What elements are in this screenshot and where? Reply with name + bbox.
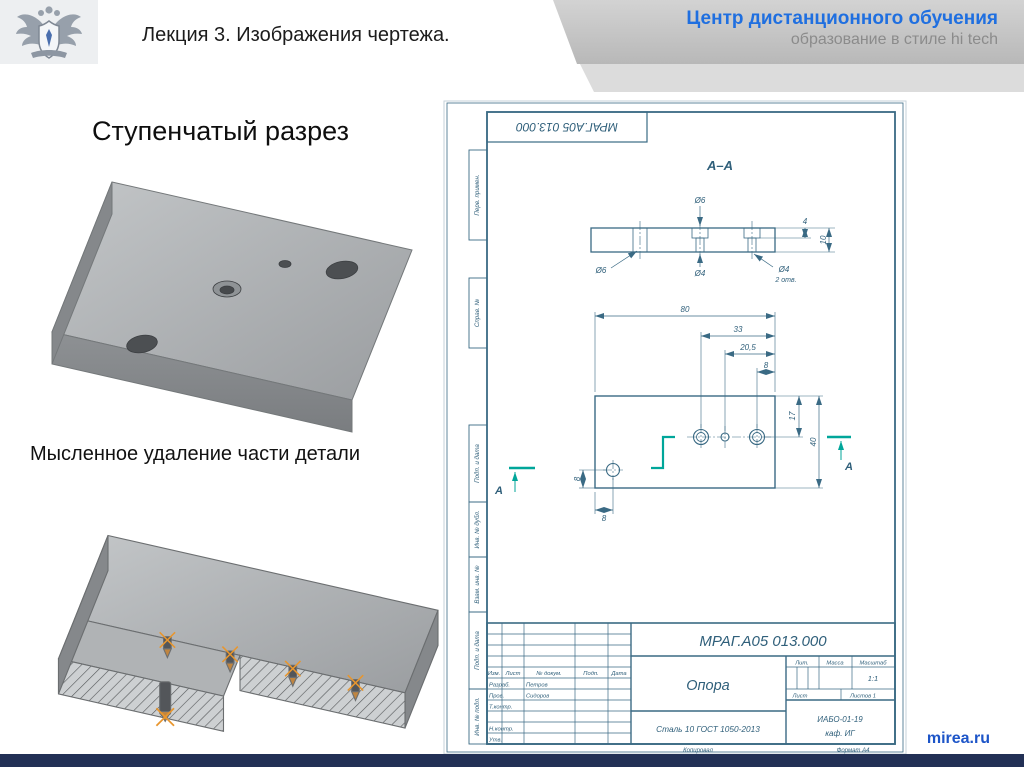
- dim-40: 40: [809, 437, 818, 446]
- hole-corner-left: [126, 334, 158, 354]
- title-block: МРАГ.А05 013.000 Опора Сталь 10 ГОСТ 105…: [486, 622, 896, 754]
- drawing-sheet: Перв. примен. Справ. № Подп. и дата Инв.…: [443, 100, 907, 755]
- cutting-line: А А: [494, 435, 853, 497]
- dim-width-80: 80: [681, 305, 690, 314]
- stepped-section-3d-image: [57, 534, 439, 732]
- tb-material: Сталь 10 ГОСТ 1050-2013: [656, 724, 760, 734]
- hole-corner-right: [325, 260, 359, 280]
- tb-col-podp: Подп.: [583, 671, 598, 677]
- dim-counterbore-depth: 4: [803, 217, 808, 226]
- hole-counterbore-inner: [219, 285, 235, 295]
- ministry-emblem-icon: [16, 6, 82, 59]
- tb-row-utv: Утв.: [488, 738, 502, 744]
- dim-8-bottom: 8: [602, 514, 607, 523]
- tb-name-razrab: Петров: [526, 683, 548, 689]
- section-title: А–А: [706, 158, 733, 173]
- tb-row-prov: Пров.: [489, 694, 504, 700]
- center-name: Центр дистанционного обучения: [686, 8, 998, 29]
- tb-org-line2: каф. ИГ: [825, 729, 855, 738]
- tb-list-label: Лист: [792, 694, 808, 700]
- margin-label: Подп. и дата: [474, 444, 481, 483]
- tb-row-tkontr: Т.контр.: [489, 705, 512, 711]
- tb-format: Формат А4: [837, 748, 870, 754]
- dim-thickness: 10: [819, 235, 828, 244]
- dim-8-top: 8: [764, 361, 769, 370]
- header-band: Центр дистанционного обучения образовани…: [553, 0, 1024, 64]
- dim-diameter-left: Ø6: [595, 266, 607, 275]
- margin-label: Перв. примен.: [474, 174, 481, 215]
- sectioned-hole: [284, 660, 302, 688]
- tb-col-list: Лист: [505, 671, 521, 677]
- tb-masshtab: Масштаб: [859, 661, 887, 667]
- dim-diameter-right: Ø4: [778, 265, 790, 274]
- bottom-bar: [0, 754, 1024, 767]
- margin-stamps: Перв. примен. Справ. № Подп. и дата Инв.…: [468, 149, 488, 745]
- ministry-logo: [0, 0, 98, 64]
- margin-label: Справ. №: [474, 299, 481, 327]
- plate-holes: [126, 260, 359, 354]
- tb-scale-value: 1:1: [868, 674, 878, 683]
- margin-label: Взам. инв. №: [474, 565, 481, 604]
- dim-diameter-mid: Ø4: [694, 269, 706, 278]
- header-band-shadow: [580, 64, 1024, 92]
- sectioned-hole-bottom: [155, 681, 175, 727]
- slide-caption: Мысленное удаление части детали: [30, 443, 360, 465]
- plan-view: 80 33 20,5 8 17 40 8 8: [573, 305, 823, 523]
- tb-kopiroval: Копировал: [683, 748, 713, 754]
- tb-listov-label: Листов 1: [849, 694, 876, 700]
- stamp-doc-number: МРАГ.А05 013.000: [516, 120, 618, 134]
- tb-massa: Масса: [826, 661, 844, 667]
- tb-col-dokum: № докум.: [536, 671, 562, 677]
- margin-label: Инв. № подл.: [474, 697, 481, 735]
- holes-count-note: 2 отв.: [774, 277, 796, 284]
- tb-row-nkontr: Н.контр.: [489, 727, 514, 733]
- tb-name-prov: Сидоров: [526, 694, 549, 700]
- slide-heading: Ступенчатый разрез: [92, 116, 349, 146]
- dim-diameter-top: Ø6: [694, 196, 706, 205]
- dim-17: 17: [788, 411, 797, 420]
- sectioned-hole: [221, 646, 239, 674]
- sectioned-hole: [159, 631, 176, 659]
- hole-small: [278, 260, 292, 268]
- plate-3d-image: [51, 181, 413, 433]
- page-title: Лекция 3. Изображения чертежа.: [142, 24, 450, 46]
- cut-label-left: А: [494, 485, 503, 497]
- sectioned-holes: [155, 631, 364, 727]
- tb-lit: Лит.: [794, 661, 809, 667]
- center-tagline: образование в стиле hi tech: [790, 31, 998, 48]
- tb-org-line1: ИАБО-01-19: [817, 715, 863, 724]
- tb-col-data: Дата: [610, 671, 627, 677]
- cut-plate-left-face: [57, 535, 109, 695]
- dim-8-left: 8: [573, 476, 582, 481]
- cut-face-upper: [239, 654, 406, 729]
- dim-33: 33: [734, 325, 743, 334]
- margin-label: Инв. № дубл.: [474, 510, 481, 548]
- tb-col-izm: Изм.: [488, 671, 500, 677]
- sectioned-hole: [347, 674, 364, 702]
- dim-205: 20,5: [739, 343, 756, 352]
- tb-row-razrab: Разраб.: [489, 683, 510, 689]
- cut-label-right: А: [844, 461, 853, 473]
- plate-left-face: [51, 181, 113, 365]
- tb-doc-number: МРАГ.А05 013.000: [699, 633, 827, 650]
- orientation-stamp: МРАГ.А05 013.000: [486, 111, 648, 143]
- margin-label: Подп. и дата: [474, 631, 481, 670]
- section-view: Ø6 4 10 Ø6 Ø4 Ø4 2 отв.: [590, 196, 835, 284]
- tb-part-name: Опора: [686, 678, 729, 694]
- mirea-link[interactable]: mirea.ru: [926, 730, 990, 747]
